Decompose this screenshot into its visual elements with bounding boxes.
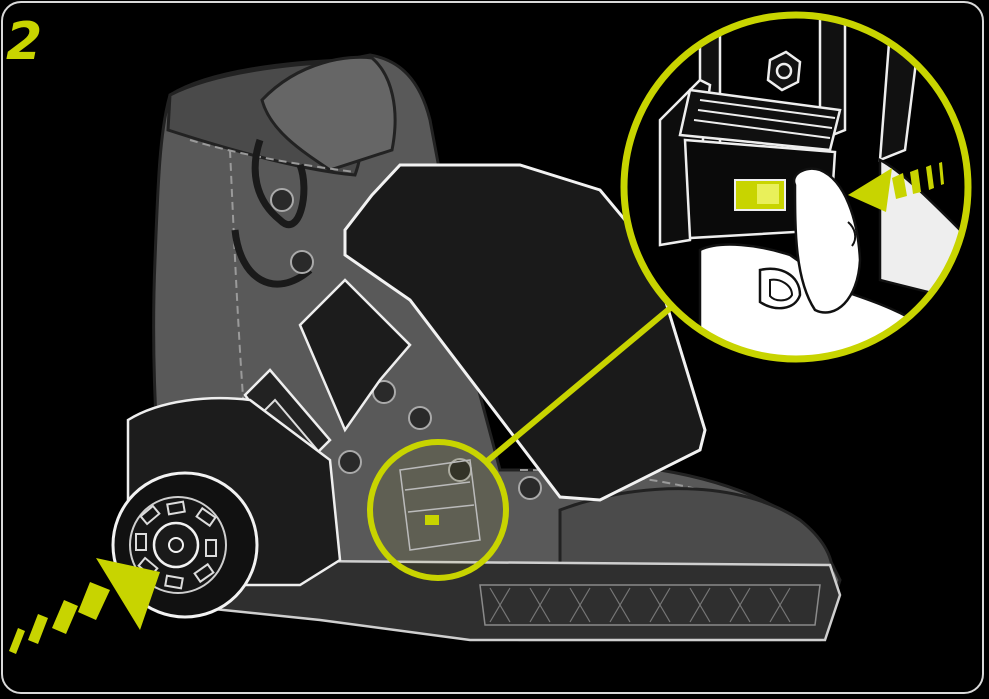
step-number: 2 bbox=[6, 16, 41, 68]
detail-magnifier-circle bbox=[624, 10, 968, 380]
push-arrow-icon bbox=[9, 558, 160, 654]
eyelet bbox=[271, 189, 293, 211]
eyelet bbox=[339, 451, 361, 473]
eyelet bbox=[519, 477, 541, 499]
eyelet bbox=[409, 407, 431, 429]
wheel-axle bbox=[169, 538, 183, 552]
callout-small-circle bbox=[370, 442, 506, 578]
eyelet bbox=[291, 251, 313, 273]
